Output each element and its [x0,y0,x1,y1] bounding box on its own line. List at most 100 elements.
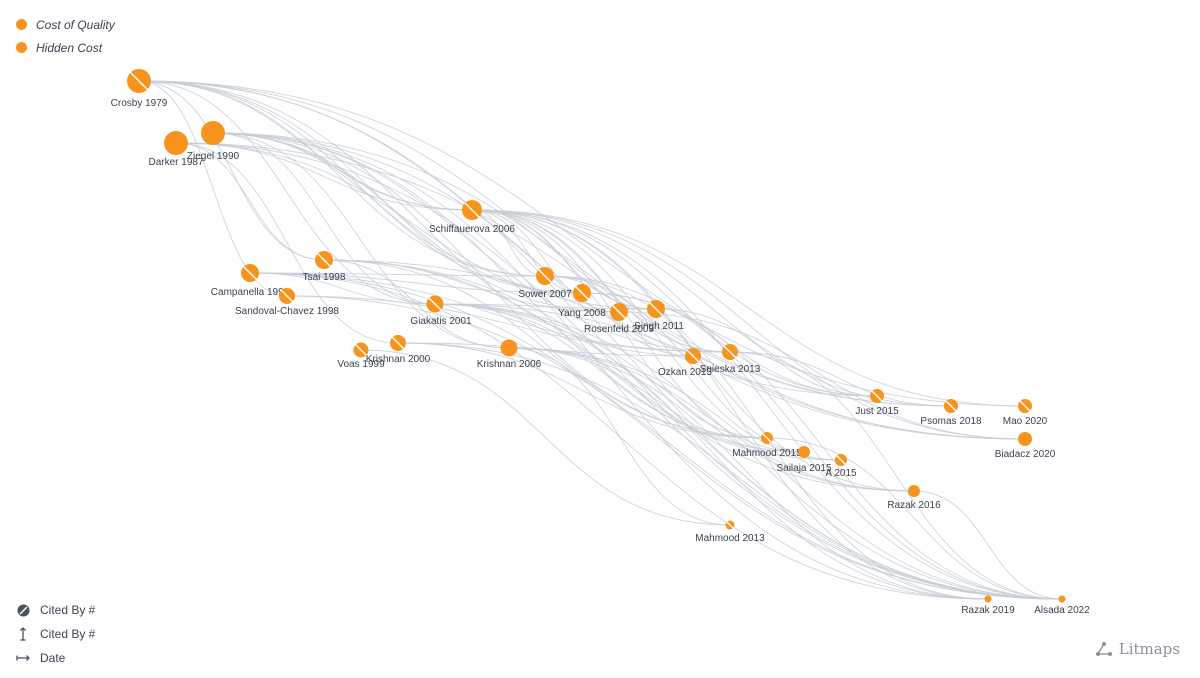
hidden-cost-slash-mark [575,286,589,300]
paper-node-mao2020[interactable]: Mao 2020 [1003,399,1048,427]
paper-node-ozkan2013[interactable]: Ozkan 2013 [658,348,712,378]
citation-edge [175,142,325,261]
paper-node-yang2008[interactable]: Yang 2008 [558,284,606,319]
key-color-by-label: Cited By # [40,603,96,617]
citation-edge [471,209,583,294]
paper-node-voas1999[interactable]: Voas 1999 [337,342,385,371]
citation-edge [471,209,952,407]
paper-label: Mao 2020 [1003,416,1048,427]
paper-label: Voas 1999 [337,359,385,370]
paper-node-ziegel1990[interactable]: Ziegel 1990 [187,121,240,162]
paper-node-krishnan2000[interactable]: Krishnan 2000 [366,335,431,365]
paper-label: Alsada 2022 [1034,605,1090,616]
legend: Cost of Quality Hidden Cost [16,13,115,59]
hidden-cost-slash-mark [726,521,734,529]
paper-label: Psomas 2018 [920,416,982,427]
paper-node-alsada2022[interactable]: Alsada 2022 [1034,595,1090,617]
paper-node-giakatis2001[interactable]: Giakatis 2001 [410,295,472,328]
paper-node-just2015[interactable]: Just 2015 [855,389,899,417]
citation-edge [471,209,768,439]
citation-edge [212,132,436,305]
paper-node-tsai1998[interactable]: Tsai 1998 [303,251,346,283]
paper-node-circle[interactable] [798,446,810,458]
citation-edge [508,347,989,600]
citation-edge [138,80,952,407]
paper-node-circle[interactable] [201,121,225,145]
citation-edge [249,272,546,277]
citation-edge [471,209,842,461]
key-y-axis[interactable]: Cited By # [16,622,95,646]
paper-node-rosenfeld2009[interactable]: Rosenfeld 2009 [584,303,654,335]
paper-node-sailaja2015[interactable]: Sailaja 2015 [776,446,832,474]
litmaps-brand[interactable]: Litmaps [1095,640,1180,658]
paper-node-sandoval1998[interactable]: Sandoval-Chavez 1998 [235,288,339,317]
hidden-cost-slash-mark [317,253,331,267]
legend-item-cost-of-quality[interactable]: Cost of Quality [16,13,115,36]
paper-node-circle[interactable] [1058,595,1066,603]
citation-edge [471,209,1026,440]
paper-node-sower2007[interactable]: Sower 2007 [518,267,572,300]
paper-node-razak2019[interactable]: Razak 2019 [961,595,1015,617]
paper-node-circle[interactable] [1018,432,1032,446]
citation-edge [249,272,731,353]
hidden-cost-slash-mark [280,289,294,303]
paper-label: Ziegel 1990 [187,151,240,162]
citation-edge [212,132,768,439]
citation-edge [434,303,989,600]
hidden-cost-slash-mark [428,297,442,311]
hidden-cost-slash-mark [538,269,552,283]
paper-node-a2015[interactable]: A 2015 [825,454,857,479]
paper-node-circle[interactable] [500,339,518,357]
citation-edge [323,259,1026,440]
paper-label: A 2015 [825,468,857,479]
paper-node-campanella1990[interactable]: Campanella 1990 [211,264,290,298]
paper-node-razak2016[interactable]: Razak 2016 [887,485,941,511]
paper-node-schiff2006[interactable]: Schiffauerova 2006 [429,200,515,235]
citation-edge [323,259,1063,600]
paper-node-crosby1979[interactable]: Crosby 1979 [111,69,168,109]
paper-label: Razak 2016 [887,500,941,511]
paper-node-krishnan2006[interactable]: Krishnan 2006 [477,339,542,371]
paper-node-biadacz2020[interactable]: Biadacz 2020 [995,432,1056,460]
paper-node-snieska2013[interactable]: Snieska 2013 [700,344,761,375]
hidden-cost-slash-mark [129,71,149,91]
legend-item-hidden-cost[interactable]: Hidden Cost [16,36,115,59]
citation-edge [249,272,1063,600]
paper-node-darker1987[interactable]: Darker 1987 [148,131,204,168]
key-x-axis[interactable]: Date [16,646,95,670]
citation-edge [286,295,1063,600]
hidden-cost-slash-mark [612,305,626,319]
hidden-cost-slash-mark [686,349,700,363]
paper-node-circle[interactable] [164,131,188,155]
legend-label: Hidden Cost [36,40,103,55]
citation-edge [434,303,1026,440]
paper-node-circle[interactable] [908,485,920,497]
legend-label: Cost of Quality [36,17,115,32]
axis-key: Cited By # Cited By # Date [16,598,95,670]
citation-edge [175,142,1063,600]
citation-edge [397,342,1063,600]
paper-label: Crosby 1979 [111,98,168,109]
citation-edge [212,132,952,407]
paper-label: Sandoval-Chavez 1998 [235,306,339,317]
key-color-by[interactable]: Cited By # [16,598,95,622]
paper-node-circle[interactable] [984,595,992,603]
paper-node-mahmood2015[interactable]: Mahmood 2015 [732,432,802,459]
legend-dot-icon [16,19,27,30]
paper-node-singh2011[interactable]: Singh 2011 [634,300,684,332]
paper-label: Schiffauerova 2006 [429,224,515,235]
paper-node-mahmood2013[interactable]: Mahmood 2013 [695,520,765,545]
citation-edge [434,303,805,453]
paper-label: Razak 2019 [961,605,1015,616]
citation-edge [729,351,1063,600]
citation-edge [729,351,952,407]
citation-edge [212,132,510,349]
citation-edge [471,209,989,600]
paper-label: Snieska 2013 [700,364,761,375]
paper-label: Yang 2008 [558,308,606,319]
paper-node-psomas2018[interactable]: Psomas 2018 [920,399,982,427]
hidden-cost-slash-mark [391,336,405,350]
